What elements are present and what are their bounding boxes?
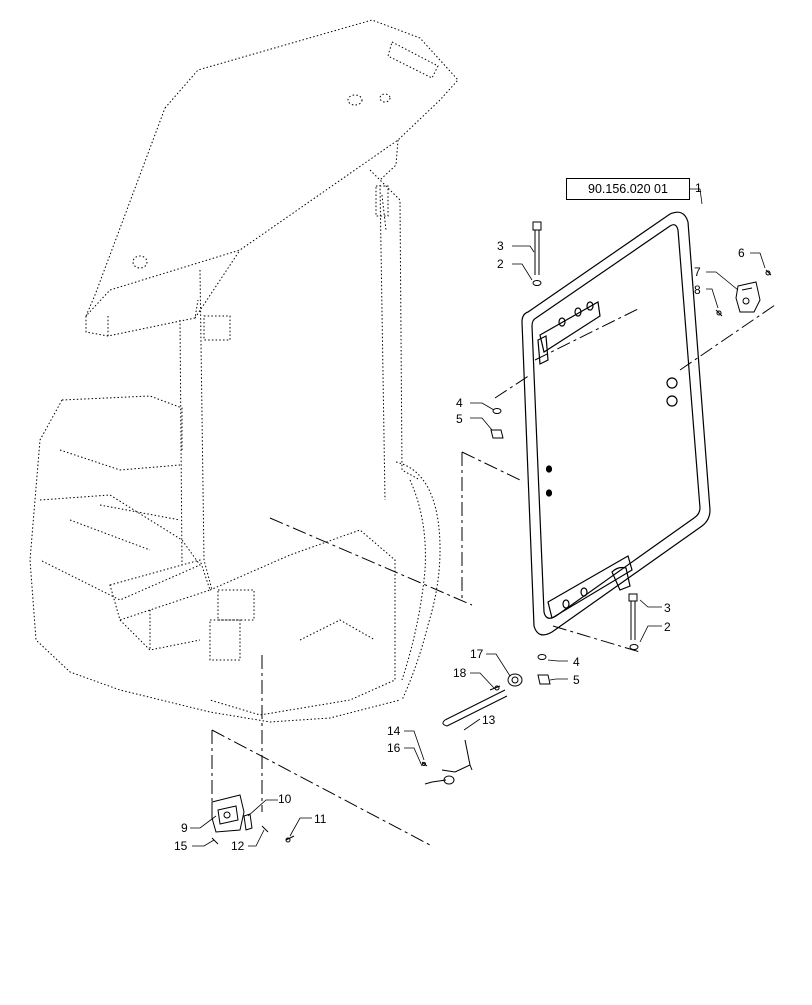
callout-18: 18 bbox=[453, 666, 467, 680]
reference-number-box: 90.156.020 01 bbox=[566, 178, 690, 200]
callout-1: 1 bbox=[695, 181, 702, 195]
callout-15: 15 bbox=[174, 839, 188, 853]
callout-4-lower: 4 bbox=[573, 655, 580, 669]
callout-2-upper: 2 bbox=[497, 257, 504, 271]
callout-4-left: 4 bbox=[456, 396, 463, 410]
leader-lines bbox=[190, 188, 766, 847]
callout-3-upper: 3 bbox=[497, 239, 504, 253]
callout-5-lower: 5 bbox=[573, 673, 580, 687]
callout-16: 16 bbox=[387, 741, 401, 755]
callout-9: 9 bbox=[181, 821, 188, 835]
callout-6: 6 bbox=[738, 246, 745, 260]
callout-11: 11 bbox=[314, 812, 327, 826]
callout-7: 7 bbox=[694, 265, 701, 279]
door-panel bbox=[521, 211, 711, 636]
callout-5-left: 5 bbox=[456, 412, 463, 426]
callout-8: 8 bbox=[694, 283, 701, 297]
callout-3-lower: 3 bbox=[664, 601, 671, 615]
hardware-parts bbox=[211, 221, 772, 845]
callout-17: 17 bbox=[470, 647, 484, 661]
cab-structure bbox=[29, 19, 459, 723]
callout-10: 10 bbox=[278, 792, 292, 806]
callout-13: 13 bbox=[482, 713, 496, 727]
callout-2-lower: 2 bbox=[664, 620, 671, 634]
callout-14: 14 bbox=[387, 724, 401, 738]
callout-12: 12 bbox=[231, 839, 245, 853]
